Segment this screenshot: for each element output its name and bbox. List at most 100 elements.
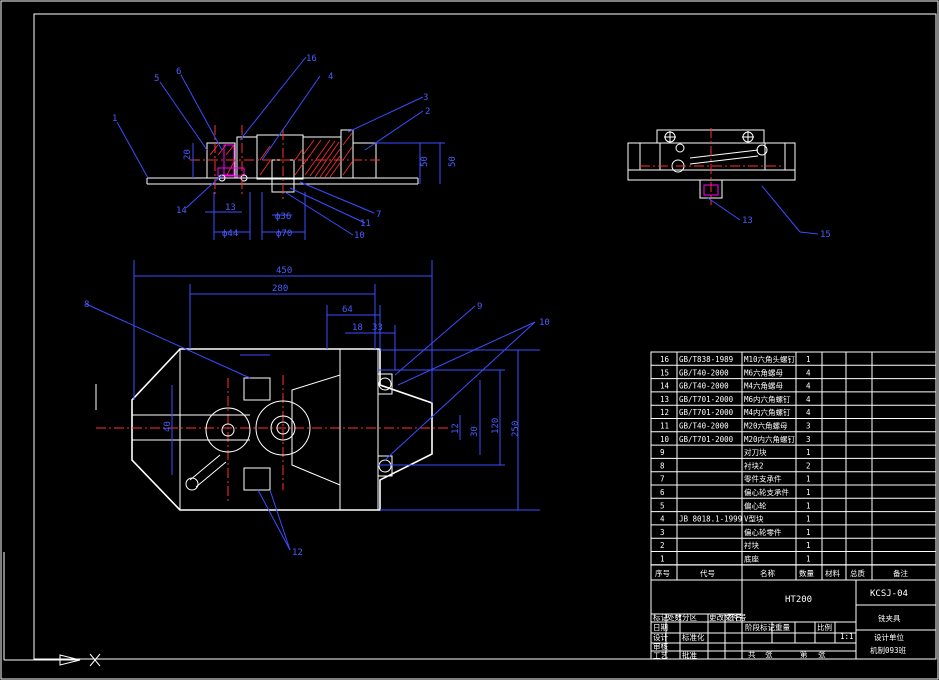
bom-cell-name: 零件支承件	[744, 474, 782, 484]
bom-cell-code: GB/T40-2000	[679, 422, 729, 431]
dim-44: ф44	[222, 229, 238, 239]
dim-64: 64	[342, 305, 353, 315]
bom-cell-qty: 1	[806, 475, 811, 484]
top-view-labels: 1 5 6 16 4 3 2 14 7 11 10 20 50 50 13 ф4…	[112, 54, 458, 241]
title-block-text: HT200 KCSJ-04 铣夹具 设计单位 机制093班 1:1 标记 处数 …	[653, 589, 908, 660]
bom-header-code: 代号	[700, 568, 715, 578]
bom-cell-no: 4	[660, 515, 665, 524]
callout-10-main: 10	[539, 318, 550, 328]
bom-cell-code: JB 8018.1-1999	[679, 515, 742, 524]
bom-cell-name: M10六角头螺钉	[744, 354, 796, 364]
top-section-view	[146, 125, 419, 200]
tb-label-standard: 标准化	[682, 632, 705, 642]
bom-cell-name: 衬块	[744, 540, 759, 550]
bom-cell-qty: 4	[806, 395, 811, 404]
bom-cell-name: 底座	[744, 554, 759, 564]
dim-70: ф70	[276, 229, 292, 239]
section-hatching	[209, 132, 353, 178]
bom-cell-no: 10	[660, 435, 670, 444]
bom-cell-qty: 1	[806, 488, 811, 497]
bom-cell-no: 14	[660, 382, 670, 391]
callout-10: 10	[354, 231, 365, 241]
bom-cell-qty: 1	[806, 501, 811, 510]
dim-250: 250	[511, 421, 521, 437]
callout-12: 12	[292, 548, 303, 558]
tb-label-sheet1: 张	[765, 650, 773, 659]
dim-13: 13	[225, 203, 236, 213]
bom-cell-qty: 1	[806, 515, 811, 524]
tb-label-review: 审核	[653, 641, 668, 651]
bom-cell-code: GB/T838-1989	[679, 355, 733, 364]
tb-label-sign: 签名	[727, 612, 742, 622]
bom-cell-qty: 1	[806, 528, 811, 537]
bom-cell-name: 偏心轮支承件	[744, 487, 789, 497]
bom-header-name: 名称	[760, 568, 775, 578]
bom-cell-name: 衬块2	[744, 460, 764, 470]
bom-cell-name: M20内六角螺钉	[744, 434, 796, 444]
company-name: 机制093班	[870, 645, 907, 655]
bom-cell-qty: 3	[806, 422, 811, 431]
material-value: HT200	[785, 595, 812, 605]
callout-14: 14	[176, 206, 187, 216]
bom-cell-name: 对刀块	[744, 447, 767, 457]
dim-280: 280	[272, 284, 288, 294]
bom-cell-code: GB/T701-2000	[679, 435, 734, 444]
dim-30: 30	[470, 426, 480, 437]
bom-cell-qty: 1	[806, 541, 811, 550]
tb-label-page: 第	[800, 649, 808, 659]
callout-8: 8	[84, 300, 89, 310]
bom-cell-no: 8	[660, 461, 665, 470]
side-view	[627, 128, 819, 235]
company-label: 设计单位	[874, 632, 904, 642]
bom-header-no: 序号	[655, 568, 670, 578]
bom-header-remark: 备注	[893, 568, 908, 578]
main-view-labels: 8 9 10 12 450 280 64 18 33 30 120 250 12…	[84, 266, 550, 558]
bom-cell-no: 9	[660, 448, 665, 457]
ucs-axis-icon	[3, 552, 101, 667]
dim-120: 120	[491, 418, 501, 434]
bom-cell-no: 7	[660, 475, 665, 484]
bom-header-total: 总质	[850, 568, 865, 578]
tb-label-date: 日期	[653, 623, 668, 632]
bom-cell-no: 6	[660, 488, 665, 497]
dim-50a: 50	[420, 156, 430, 167]
bom-cell-qty: 4	[806, 408, 811, 417]
callout-16: 16	[306, 54, 317, 64]
bom-cell-no: 2	[660, 541, 665, 550]
tb-label-design: 设计	[653, 632, 668, 642]
bom-cell-no: 5	[660, 501, 665, 510]
bom-cell-name: M20六角螺母	[744, 421, 788, 431]
bom-cell-no: 16	[660, 355, 670, 364]
inner-frame	[33, 13, 937, 660]
bom-cell-no: 13	[660, 395, 669, 404]
bom-cell-qty: 1	[806, 448, 811, 457]
tb-label-zone: 分区	[682, 613, 697, 622]
bom-cell-code: GB/T701-2000	[679, 408, 734, 417]
callout-13: 13	[742, 216, 753, 226]
bom-cell-name: M6内六角螺钉	[744, 394, 791, 404]
tb-label-approve: 批准	[682, 650, 697, 660]
callout-4: 4	[328, 72, 333, 82]
dim-450: 450	[276, 266, 292, 276]
bom-cell-name: V型块	[744, 514, 764, 524]
callout-5: 5	[154, 74, 159, 84]
bom-cell-qty: 2	[806, 461, 811, 470]
bom-cell-qty: 1	[806, 355, 811, 364]
dim-20: 20	[183, 149, 193, 160]
bom-cell-qty: 1	[806, 555, 811, 564]
dim-33: 33	[372, 323, 383, 333]
tb-label-scale: 比例	[817, 622, 832, 632]
bom-cell-name: M6六角螺母	[744, 367, 784, 377]
bom-cell-name: M4六角螺母	[744, 381, 784, 391]
tb-label-file: 更改文件号	[709, 612, 747, 622]
dim-50b: 50	[448, 156, 458, 167]
dim-12: 12	[451, 423, 461, 434]
bom-cell-name: 偏心轮	[744, 500, 767, 510]
bom-cell-no: 1	[660, 555, 665, 564]
bom-cell-qty: 4	[806, 382, 811, 391]
bom-cell-no: 11	[660, 422, 669, 431]
bom-cell-code: GB/T40-2000	[679, 382, 729, 391]
